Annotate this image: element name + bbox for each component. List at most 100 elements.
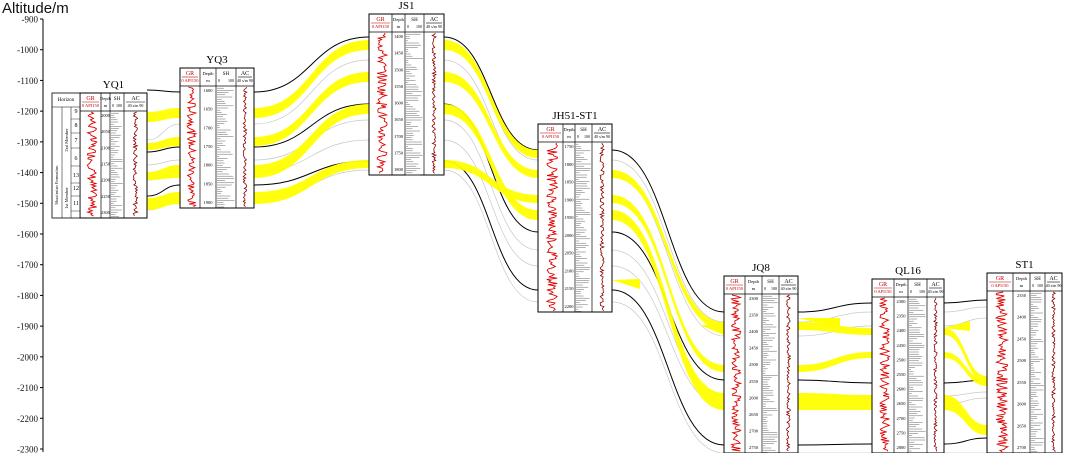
sub-horizon-line <box>443 139 539 267</box>
depth-label: 2500 <box>1017 358 1027 363</box>
sand-body <box>147 108 180 122</box>
ac-curve <box>132 111 139 217</box>
lithology-column <box>763 293 778 453</box>
depth-header: Depth <box>896 282 908 287</box>
depth-label: 1400 <box>394 34 404 39</box>
ac-scale: 40 s/m 90 <box>594 134 610 139</box>
ac-curve <box>598 142 606 311</box>
depth-label: 2550 <box>749 379 759 384</box>
gr-curve <box>878 297 891 452</box>
gr-curve <box>186 86 198 207</box>
well-name: JQ8 <box>752 262 770 274</box>
depth-label: 2200 <box>101 178 111 183</box>
ac-header: AC <box>241 71 249 77</box>
gr-header: GR <box>186 71 194 77</box>
depth-label: 2050 <box>101 129 111 134</box>
depth-label: 2000 <box>101 113 111 118</box>
gr-header: GR <box>86 96 94 102</box>
depth-label: 2400 <box>897 328 907 333</box>
sand-body <box>798 322 872 335</box>
sand-bodies <box>147 40 987 435</box>
zone-label: 13 <box>73 173 79 179</box>
y-tick-label: -1700 <box>17 260 38 270</box>
depth-label: 2100 <box>565 268 575 273</box>
sand-body <box>944 328 987 383</box>
lithology-column <box>406 31 423 176</box>
depth-label: 1650 <box>394 117 404 122</box>
gr-scale: 0 API150 <box>82 103 100 108</box>
gr-scale: 0 API150 <box>991 283 1009 288</box>
depth-label: 2000 <box>565 233 575 238</box>
lithology-column <box>111 110 123 217</box>
depth-header: Depth <box>1016 276 1028 281</box>
depth-label: 1450 <box>394 51 404 56</box>
depth-label: 2050 <box>565 251 575 256</box>
gr-curve <box>85 111 98 217</box>
ac-header: AC <box>931 282 939 288</box>
y-tick-label: -900 <box>22 15 39 25</box>
sh-scale-right: 100 <box>771 286 777 291</box>
sh-scale-left: 0 <box>218 78 220 83</box>
main-horizon-line <box>146 146 181 153</box>
sand-pinchout <box>944 321 970 331</box>
depth-label: 2700 <box>1017 445 1027 450</box>
depth-label: 1800 <box>204 163 214 168</box>
sh-scale-left: 0 <box>910 289 912 294</box>
depth-label: 1600 <box>394 101 404 106</box>
sand-body <box>944 395 987 435</box>
sh-scale-right: 100 <box>228 78 234 83</box>
sub-horizon-line <box>797 311 873 323</box>
zone-label: 12 <box>73 186 79 192</box>
main-horizon-line <box>146 184 181 197</box>
lithology-column <box>1031 290 1044 452</box>
gr-curve <box>730 294 743 452</box>
sub-horizon-line <box>253 59 370 125</box>
depth-label: 1900 <box>565 197 575 202</box>
depth-label: 2300 <box>749 296 759 301</box>
sh-header: SH <box>580 128 587 133</box>
depth-label: 2400 <box>1017 315 1027 320</box>
lithology-column <box>217 85 235 208</box>
depth-label: 1800 <box>565 162 575 167</box>
y-tick-label: -1000 <box>17 45 38 55</box>
depth-label: 2750 <box>897 430 907 435</box>
main-horizon-line <box>943 299 988 304</box>
gr-scale: 0 API150 <box>181 78 199 83</box>
sh-header: SH <box>767 280 774 285</box>
main-horizon-line <box>797 443 873 446</box>
depth-label: 2700 <box>749 428 759 433</box>
depth-unit: m <box>206 78 210 83</box>
sand-body <box>444 160 538 203</box>
y-tick-label: -2300 <box>17 445 38 454</box>
depth-header: Depth <box>203 71 215 76</box>
sh-scale-left: 0 <box>407 24 409 29</box>
ac-scale: 40 s/m 90 <box>928 289 944 294</box>
y-tick-label: -1900 <box>17 322 38 332</box>
well-name: ST1 <box>1015 259 1033 271</box>
depth-label: 2150 <box>101 162 111 167</box>
sub-horizon-line <box>943 317 988 327</box>
y-tick-label: -1600 <box>17 230 38 240</box>
main-horizon-line <box>253 103 370 148</box>
depth-label: 2550 <box>897 372 907 377</box>
ac-curve <box>932 297 939 452</box>
sand-body <box>612 170 724 330</box>
gr-header: GR <box>996 276 1004 282</box>
sand-body <box>798 393 872 410</box>
depth-label: 2100 <box>101 145 111 150</box>
gr-scale: 0 API150 <box>372 24 390 29</box>
sh-header: SH <box>114 97 121 102</box>
depth-label: 2700 <box>897 416 907 421</box>
y-tick-label: -2100 <box>17 383 38 393</box>
zone-label: 11 <box>73 201 79 207</box>
sand-body <box>444 72 538 178</box>
depth-label: 2650 <box>1017 423 1027 428</box>
main-horizon-line <box>797 302 873 313</box>
depth-unit: m <box>899 289 903 294</box>
depth-label: 2350 <box>897 314 907 319</box>
depth-label: 2250 <box>101 194 111 199</box>
well-name: JS1 <box>399 0 415 12</box>
member-label: 2nd Member <box>64 128 69 152</box>
